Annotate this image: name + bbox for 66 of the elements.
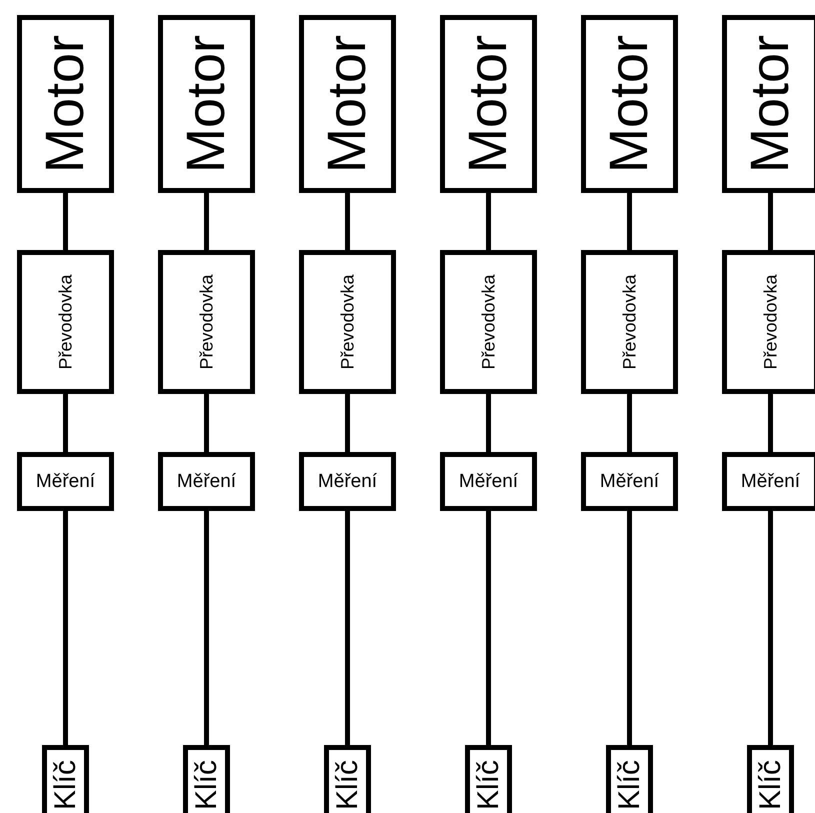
- connector-line: [768, 394, 773, 452]
- motor-box: [299, 15, 396, 193]
- gearbox-box: [722, 250, 815, 394]
- key-box: [183, 745, 230, 813]
- motor-box: [440, 15, 537, 193]
- box-label: Převodovka: [56, 274, 74, 370]
- gearbox-box: [158, 250, 255, 394]
- gearbox-box: [299, 250, 396, 394]
- gearbox-box: [581, 250, 678, 394]
- key-box: [747, 745, 794, 813]
- box-label: Měření: [600, 472, 660, 491]
- box-label: Měření: [36, 472, 96, 491]
- connector-line: [768, 511, 773, 745]
- box-label: Převodovka: [620, 274, 638, 370]
- key-box: [42, 745, 89, 813]
- measurement-box: [722, 452, 815, 511]
- box-label: Klíč: [614, 760, 644, 810]
- key-box: [324, 745, 371, 813]
- motor-box: [17, 15, 114, 193]
- connector-line: [63, 193, 68, 250]
- box-label: Klíč: [474, 760, 504, 810]
- connector-line: [627, 511, 632, 745]
- connector-line: [486, 511, 491, 745]
- box-label: Klíč: [192, 760, 222, 810]
- box-label: Převodovka: [338, 274, 356, 370]
- connector-line: [345, 193, 350, 250]
- connector-line: [768, 193, 773, 250]
- box-label: Převodovka: [480, 274, 498, 370]
- measurement-box: [299, 452, 396, 511]
- box-label: Klíč: [50, 760, 80, 810]
- measurement-box: [581, 452, 678, 511]
- box-label: Měření: [740, 472, 800, 491]
- box-label: Motor: [602, 34, 656, 174]
- connector-line: [486, 394, 491, 452]
- connector-line: [204, 511, 209, 745]
- box-label: Měření: [458, 472, 518, 491]
- box-label: Měření: [318, 472, 378, 491]
- connector-line: [204, 394, 209, 452]
- box-label: Motor: [462, 34, 516, 174]
- connector-line: [345, 394, 350, 452]
- measurement-box: [17, 452, 114, 511]
- connector-line: [204, 193, 209, 250]
- connector-line: [627, 193, 632, 250]
- gearbox-box: [17, 250, 114, 394]
- connector-line: [486, 193, 491, 250]
- box-label: Klíč: [756, 760, 786, 810]
- motor-box: [581, 15, 678, 193]
- measurement-box: [440, 452, 537, 511]
- gearbox-box: [440, 250, 537, 394]
- connector-line: [627, 394, 632, 452]
- connector-line: [63, 394, 68, 452]
- box-label: Převodovka: [198, 274, 216, 370]
- key-box: [606, 745, 653, 813]
- box-label: Motor: [320, 34, 374, 174]
- box-label: Motor: [744, 34, 798, 174]
- connector-line: [345, 511, 350, 745]
- motor-box: [158, 15, 255, 193]
- box-label: Motor: [180, 34, 234, 174]
- box-label: Měření: [176, 472, 236, 491]
- connector-line: [63, 511, 68, 745]
- motor-box: [722, 15, 815, 193]
- measurement-box: [158, 452, 255, 511]
- key-box: [465, 745, 512, 813]
- box-label: Motor: [38, 34, 92, 174]
- box-label: Klíč: [332, 760, 362, 810]
- box-label: Převodovka: [762, 274, 780, 370]
